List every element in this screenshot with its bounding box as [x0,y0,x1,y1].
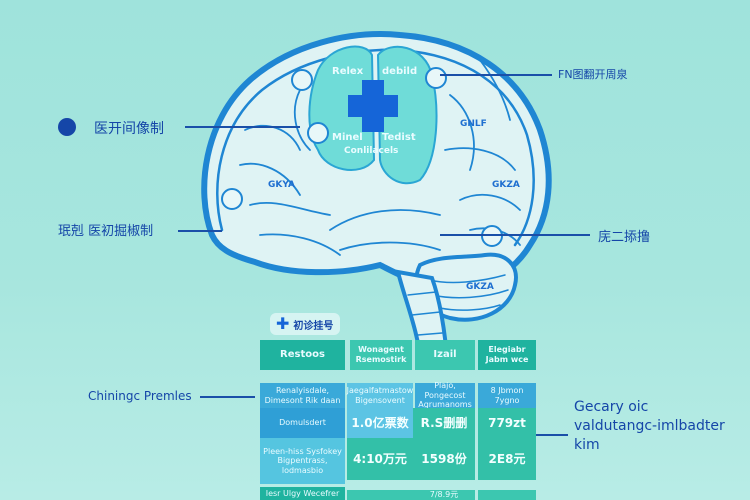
table-cell: R.S删删 [413,408,475,438]
neuron-icon [481,225,503,247]
table-header: Izail [415,340,475,370]
table-cell: 4:10万元 [347,438,413,480]
table-header: Restoos [260,340,345,370]
region-tag: GKYA [268,180,295,190]
table-cell: Plajo, Pongecost Agrumanoms [415,381,475,409]
callout-line [440,74,552,76]
table-cell [347,490,413,500]
callout-line [185,126,300,128]
neuron-icon [221,188,243,210]
neuron-icon [425,67,447,89]
neuron-icon [307,122,329,144]
table-cell: Pleen-hiss Sysfokey Bigpentrass, lodmasb… [260,438,345,484]
callout-left-table: Chiningc Premles [88,389,192,403]
table-cell: 1598份 [413,438,475,480]
brain-outer-outline [201,31,552,294]
callout-line [178,230,222,232]
table-cell: Jaegalfatmastow Bigensovent [347,383,413,408]
region-tag: GKZA [466,282,494,292]
callout-left-lower: 珉剋 医初掘椒制 [58,224,154,239]
medical-cross-icon: ✚ [276,314,290,333]
table-cell: Domulsdert [260,408,345,438]
brain-label: debild [382,66,418,77]
region-tag: GNLF [460,119,487,129]
callout-top-right: FN图翻开周泉 [558,68,628,81]
table-cell: 779zt [478,408,536,438]
callout-right-mid: 庑二掭撸 [598,230,651,245]
callout-line [440,234,590,236]
table-cell: 7/8.9元 [413,490,475,500]
callout-line [200,396,255,398]
callout-left-upper: 医开间像制 [94,121,164,137]
badge-label: 初诊挂号 [293,320,334,332]
table-cell: 2E8元 [478,438,536,480]
registration-badge[interactable]: ✚ 初诊挂号 [270,313,340,335]
region-tag: GKZA [492,180,520,190]
table-cell: 1.0亿票数 [347,408,413,438]
table-header: Wonagent Rsemostirk [350,340,412,370]
brain-label: Relex [332,66,364,77]
callout-right-table: Gecary oic valdutangc-imlbadter kim [574,399,725,453]
brain-logo-icon [58,118,76,136]
table-cell: 8 Jbmon 7ygno [478,383,536,408]
medical-cross-icon [348,80,398,132]
brain-label: Minel [332,132,363,143]
table-cell [478,490,536,500]
brain-label: Tedist [382,132,416,143]
table-cell: Renalyisdale, Dimesont Rik daan [260,383,345,408]
callout-line [510,434,568,436]
neuron-icon [291,69,313,91]
brain-label: Conlilacels [344,146,399,156]
table-cell: Iesr Ulgy Wecefrer [260,487,345,500]
table-header: Elegiabr Jabm wce [478,340,536,370]
